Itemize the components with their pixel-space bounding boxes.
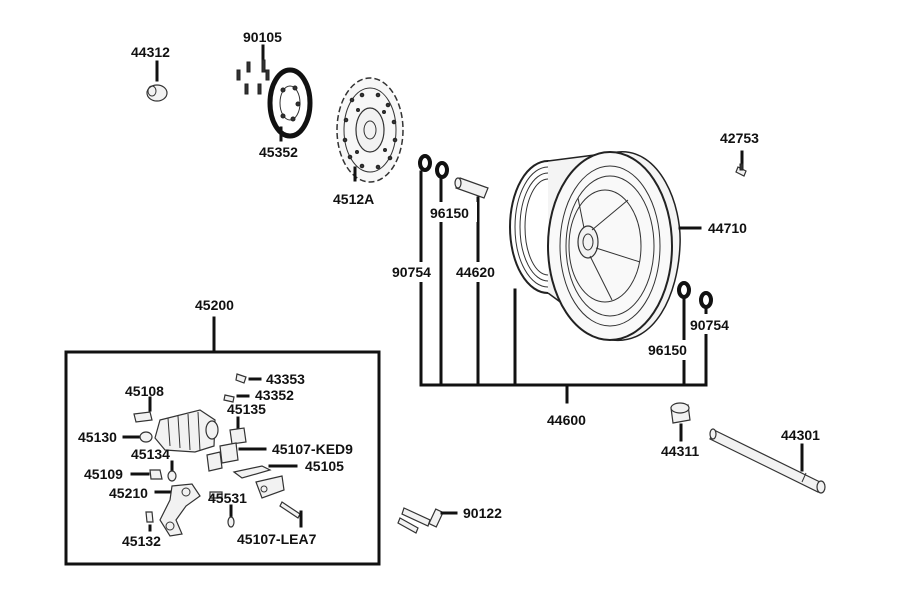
label-90754-right: 90754: [690, 317, 729, 333]
label-44620: 44620: [456, 264, 495, 280]
part-45107-KED9-pistons: [206, 442, 267, 472]
part-42753-valve: [735, 150, 747, 177]
label-45130: 45130: [78, 429, 117, 445]
label-45352: 45352: [259, 144, 298, 160]
part-45210-bracket: [154, 483, 201, 537]
label-4512A: 4512A: [333, 191, 374, 207]
mask-96150-right: [647, 340, 695, 360]
label-43353: 43353: [266, 371, 305, 387]
label-90754-left: 90754: [392, 264, 431, 280]
mask-44620: [455, 262, 501, 282]
label-96150-right: 96150: [648, 342, 687, 358]
label-44301: 44301: [781, 427, 820, 443]
part-45105-pads: [232, 464, 298, 499]
part-4512A-brake-disc: [336, 77, 404, 183]
label-45108: 45108: [125, 383, 164, 399]
label-45135: 45135: [227, 401, 266, 417]
label-45107-KED9: 45107-KED9: [272, 441, 353, 457]
label-43352: 43352: [255, 387, 294, 403]
label-45210: 45210: [109, 485, 148, 501]
label-44311: 44311: [661, 443, 699, 459]
mask-96150: [437, 202, 477, 222]
label-45200: 45200: [195, 297, 234, 313]
part-45132: [145, 511, 154, 532]
label-45531: 45531: [208, 490, 247, 506]
part-45134: [167, 460, 177, 482]
label-45134: 45134: [131, 446, 170, 462]
part-44710-tire: [547, 151, 681, 341]
part-caliper-body: [154, 409, 219, 453]
caliper-assembly-box: [64, 350, 381, 566]
part-45135: [229, 416, 247, 445]
label-45105: 45105: [305, 458, 344, 474]
part-45531: [209, 491, 235, 528]
part-45352-disc-carrier: [267, 67, 313, 142]
part-96150-bearing-left: [435, 161, 449, 179]
part-43353: [235, 373, 262, 384]
part-44311-collar: [670, 402, 691, 442]
label-45109: 45109: [84, 466, 123, 482]
part-45109: [130, 469, 163, 480]
part-90754-seal-right: [699, 291, 713, 309]
part-90754-seal-left: [418, 154, 432, 172]
part-44312: [146, 60, 168, 102]
mask-90754-right: [689, 314, 737, 334]
part-44301-axle: [709, 428, 826, 494]
part-90122-bolt: [397, 507, 458, 534]
part-44620-collar: [454, 177, 489, 199]
part-45107-LEA7-pin: [279, 501, 303, 528]
label-45132: 45132: [122, 533, 161, 549]
label-42753: 42753: [720, 130, 759, 146]
label-90105: 90105: [243, 29, 282, 45]
part-43352: [223, 394, 250, 403]
part-96150-bearing-right: [677, 281, 691, 299]
label-90122: 90122: [463, 505, 502, 521]
label-96150-top: 96150: [430, 205, 469, 221]
part-45130: [122, 431, 153, 443]
part-90105-bolts: [236, 44, 270, 95]
part-45108: [133, 396, 153, 423]
label-45107-LEA7: 45107-LEA7: [237, 531, 317, 547]
label-44600: 44600: [547, 412, 586, 428]
label-44710: 44710: [708, 220, 747, 236]
label-44312: 44312: [131, 44, 170, 60]
mask-90754: [390, 262, 435, 282]
